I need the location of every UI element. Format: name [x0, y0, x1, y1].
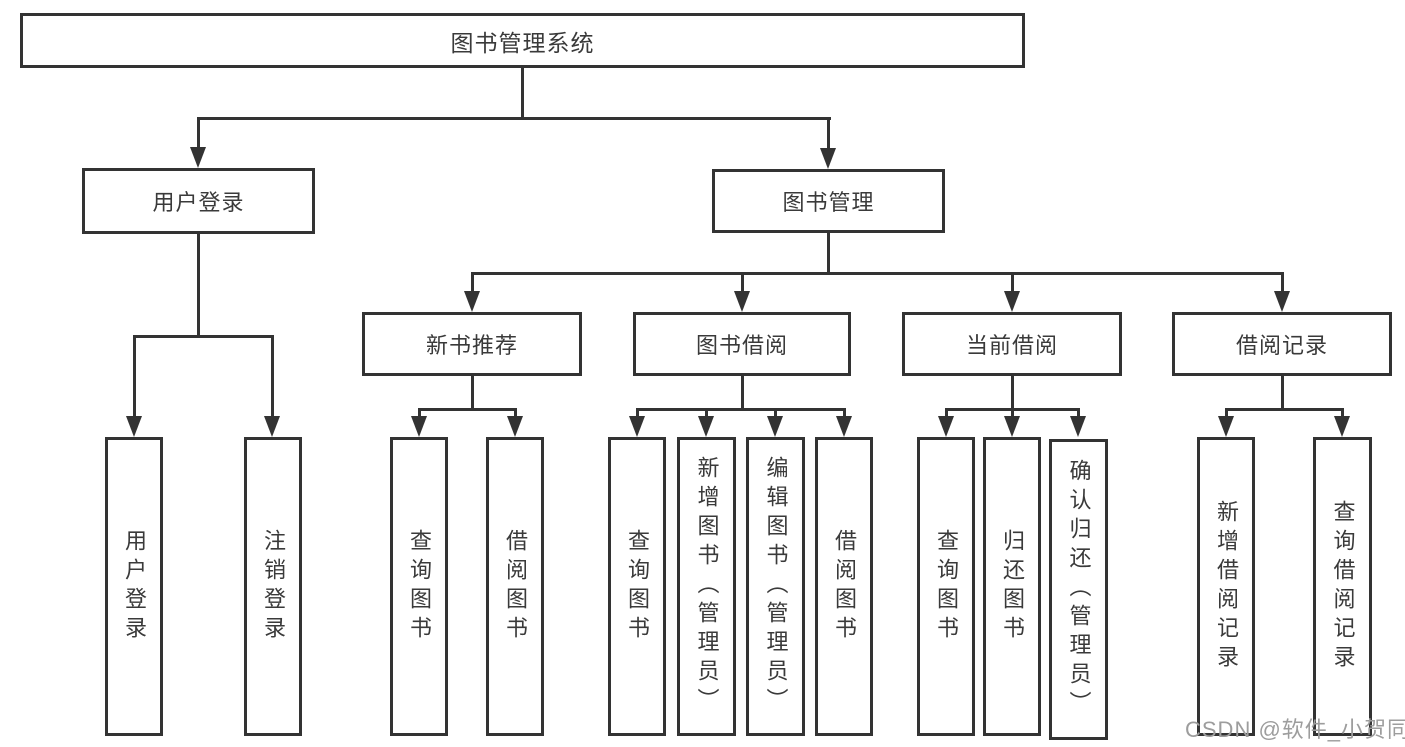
arrowhead-icon	[1334, 416, 1350, 437]
arrowhead-icon	[1004, 291, 1020, 312]
arrowhead-icon	[836, 416, 852, 437]
node-label: 新书推荐	[425, 333, 518, 358]
connector-line	[1011, 376, 1014, 408]
group-current-borrow-node: 当前借阅	[902, 312, 1122, 376]
connector-line	[471, 272, 1283, 275]
leaf-query-book-node: 查询图书	[608, 437, 666, 736]
connector-line	[418, 408, 421, 422]
node-label: 注销登录	[261, 528, 286, 645]
branch-book-management-node: 图书管理	[712, 169, 945, 233]
arrowhead-icon	[126, 416, 142, 437]
connector-line	[1281, 272, 1284, 296]
node-label: 借阅图书	[832, 528, 857, 645]
root-node: 图书管理系统	[20, 13, 1025, 68]
group-book-borrow-node: 图书借阅	[633, 312, 851, 376]
connector-line	[471, 272, 474, 296]
arrowhead-icon	[264, 416, 280, 437]
connector-line	[471, 376, 474, 408]
arrowhead-icon	[820, 148, 836, 169]
leaf-logout-node: 注销登录	[244, 437, 302, 736]
node-label: 图书管理	[782, 190, 875, 215]
node-label: 图书借阅	[695, 333, 788, 358]
connector-line	[514, 408, 517, 422]
leaf-add-book-admin-node: 新增图书（管理员）	[677, 437, 736, 736]
connector-line	[636, 408, 639, 422]
branch-user-login-node: 用户登录	[82, 168, 315, 234]
connector-line	[418, 408, 517, 411]
connector-line	[1225, 408, 1343, 411]
node-label: 新增借阅记录	[1214, 499, 1239, 674]
leaf-user-login-node: 用户登录	[105, 437, 163, 736]
connector-line	[843, 408, 846, 422]
node-label: 新增图书（管理员）	[694, 456, 720, 717]
node-label: 借阅记录	[1235, 333, 1328, 358]
node-label: 查询图书	[625, 528, 650, 645]
arrowhead-icon	[464, 291, 480, 312]
connector-line	[945, 408, 948, 422]
connector-line	[705, 408, 708, 422]
connector-line	[741, 272, 744, 296]
connector-line	[133, 335, 136, 421]
leaf-edit-book-admin-node: 编辑图书（管理员）	[746, 437, 805, 736]
connector-line	[1011, 272, 1014, 296]
arrowhead-icon	[734, 291, 750, 312]
node-label: 图书管理系统	[450, 29, 595, 56]
arrowhead-icon	[938, 416, 954, 437]
arrowhead-icon	[1274, 291, 1290, 312]
connector-line	[1011, 408, 1014, 422]
connector-line	[827, 233, 830, 272]
leaf-borrow-book-node: 借阅图书	[486, 437, 544, 736]
connector-line	[1225, 408, 1228, 422]
arrowhead-icon	[190, 147, 206, 168]
node-label: 用户登录	[152, 190, 245, 215]
node-label: 用户登录	[122, 528, 147, 645]
group-borrow-record-node: 借阅记录	[1172, 312, 1392, 376]
arrowhead-icon	[411, 416, 427, 437]
leaf-query-book-node: 查询图书	[390, 437, 448, 736]
node-label: 查询图书	[407, 528, 432, 645]
connector-line	[133, 335, 274, 338]
connector-line	[197, 234, 200, 335]
leaf-query-borrow-record-node: 查询借阅记录	[1313, 437, 1372, 736]
node-label: 归还图书	[1000, 528, 1025, 645]
node-label: 查询图书	[934, 528, 959, 645]
group-new-book-recommend-node: 新书推荐	[362, 312, 582, 376]
arrowhead-icon	[507, 416, 523, 437]
leaf-add-borrow-record-node: 新增借阅记录	[1197, 437, 1255, 736]
arrowhead-icon	[767, 416, 783, 437]
leaf-return-book-node: 归还图书	[983, 437, 1041, 736]
node-label: 编辑图书（管理员）	[763, 456, 789, 717]
connector-line	[827, 117, 830, 155]
node-label: 借阅图书	[503, 528, 528, 645]
node-label: 当前借阅	[965, 333, 1058, 358]
connector-line	[636, 408, 845, 411]
leaf-borrow-book-node: 借阅图书	[815, 437, 873, 736]
arrowhead-icon	[698, 416, 714, 437]
connector-line	[197, 117, 200, 155]
node-label: 确认归还（管理员）	[1066, 459, 1092, 720]
arrowhead-icon	[1004, 416, 1020, 437]
connector-line	[1281, 376, 1284, 408]
arrowhead-icon	[1218, 416, 1234, 437]
arrowhead-icon	[629, 416, 645, 437]
connector-line	[1341, 408, 1344, 422]
connector-line	[1077, 408, 1080, 422]
node-label: 查询借阅记录	[1330, 499, 1356, 674]
connector-line	[741, 376, 744, 408]
connector-line	[774, 408, 777, 422]
connector-line	[197, 117, 831, 120]
connector-line	[521, 68, 524, 119]
csdn-watermark: CSDN @软件_小贺同学	[1185, 717, 1405, 742]
leaf-query-book-node: 查询图书	[917, 437, 975, 736]
connector-line	[271, 335, 274, 421]
arrowhead-icon	[1070, 416, 1086, 437]
leaf-confirm-return-admin-node: 确认归还（管理员）	[1049, 439, 1108, 740]
